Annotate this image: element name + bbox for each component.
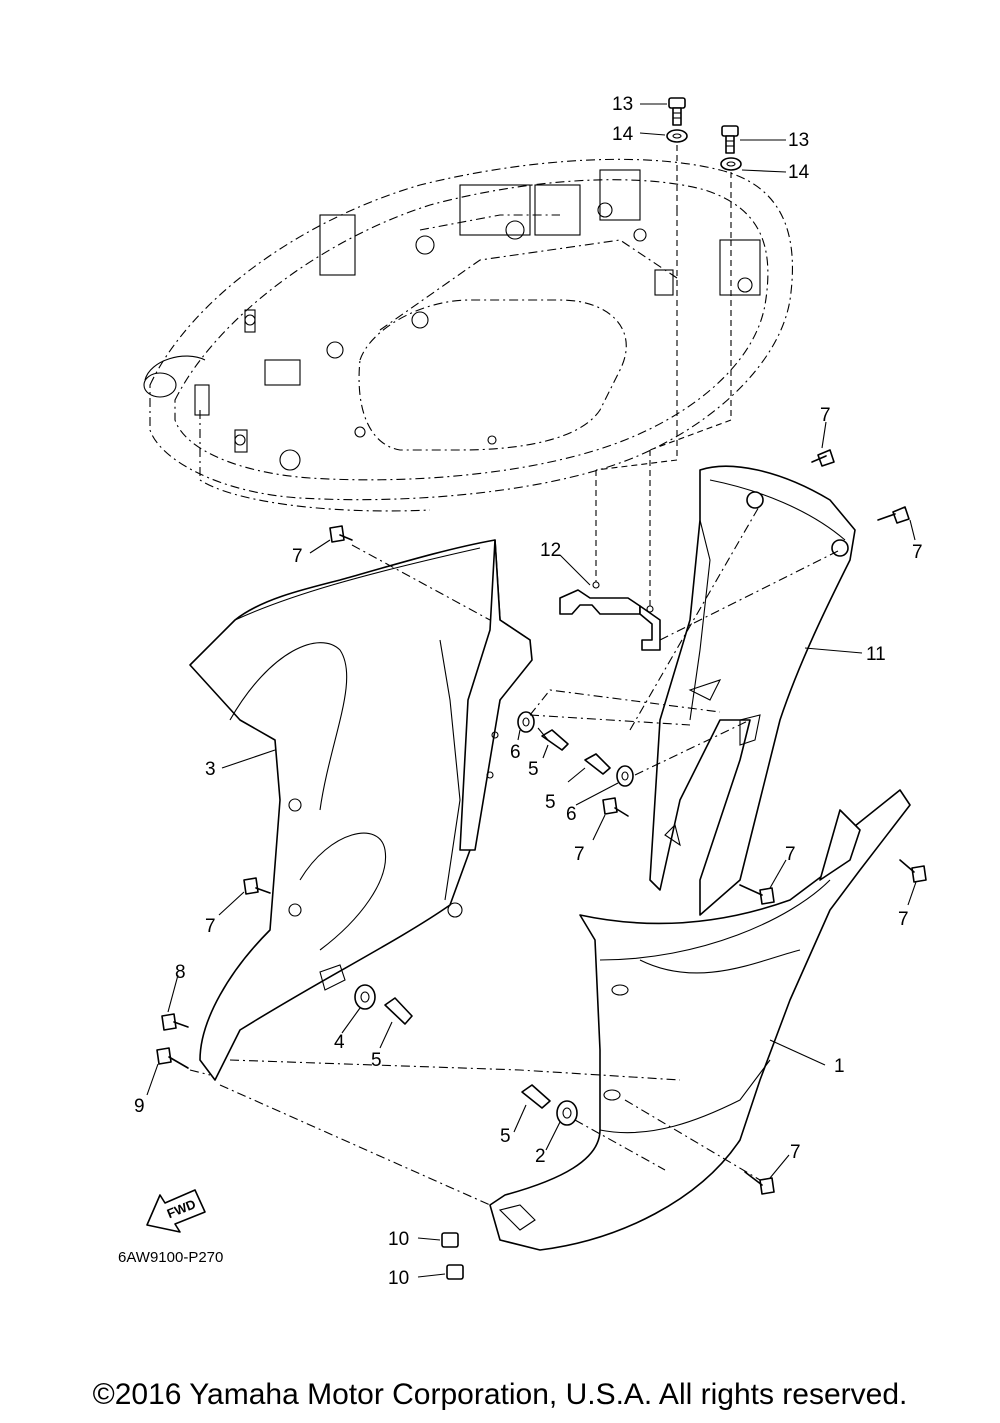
callout-5: 5 [528, 759, 539, 780]
callout-4: 4 [334, 1032, 345, 1053]
callout-7: 7 [790, 1142, 801, 1163]
bolt-13-right [721, 125, 739, 154]
clip-5-lower-left [384, 997, 413, 1025]
callout-7: 7 [574, 844, 585, 865]
top-cowling-reference [143, 158, 793, 512]
clip-5-middle [584, 753, 611, 775]
callout-5: 5 [371, 1050, 382, 1071]
drawing-code: 6AW9100-P270 [118, 1249, 223, 1266]
callout-2: 2 [535, 1146, 546, 1167]
bolt-9 [156, 1047, 189, 1069]
callout-14: 14 [612, 124, 634, 145]
bolt-8 [161, 1013, 189, 1031]
callout-14: 14 [788, 162, 810, 183]
nut-10-lower [446, 1264, 464, 1280]
grommet-6-lower [616, 765, 634, 787]
grommet-4 [354, 984, 376, 1010]
callout-7: 7 [912, 542, 923, 563]
callout-10: 10 [388, 1229, 409, 1250]
bracket-12 [559, 581, 661, 651]
callout-7: 7 [898, 909, 909, 930]
lower-cover-1 [489, 789, 911, 1251]
callout-6: 6 [510, 742, 521, 763]
callout-7: 7 [820, 405, 831, 426]
clip-5-lower-right [521, 1084, 551, 1109]
callout-13: 13 [612, 94, 633, 115]
clip-5-upper [537, 727, 569, 751]
callout-8: 8 [175, 962, 186, 983]
callout-13: 13 [788, 130, 809, 151]
screw-7-group [243, 449, 927, 1195]
assembly-guide-lines [189, 504, 841, 1206]
callout-11: 11 [866, 644, 886, 665]
leader-lines [146, 103, 917, 1278]
callout-1: 1 [834, 1056, 845, 1077]
callout-6: 6 [566, 804, 577, 825]
apron-11 [649, 465, 856, 916]
callout-5: 5 [500, 1126, 511, 1147]
callout-9: 9 [134, 1096, 145, 1117]
nut-10-upper [441, 1232, 459, 1248]
callout-12: 12 [540, 540, 561, 561]
callout-7: 7 [205, 916, 216, 937]
washer-14-right [720, 157, 742, 171]
bolt-13-left [668, 97, 686, 126]
washer-14-left [666, 129, 688, 143]
apron-3 [189, 539, 533, 1081]
fwd-arrow-icon: FWD [146, 1189, 206, 1233]
grommet-6-upper [517, 711, 535, 733]
callout-7: 7 [785, 844, 796, 865]
grommet-2 [556, 1100, 578, 1126]
callout-labels: 13 14 13 14 7 7 7 12 11 3 6 5 5 6 7 7 7 … [134, 94, 923, 1289]
callout-5: 5 [545, 792, 556, 813]
callout-3: 3 [205, 759, 216, 780]
callout-10: 10 [388, 1268, 409, 1289]
copyright-notice: ©2016 Yamaha Motor Corporation, U.S.A. A… [92, 1378, 908, 1411]
callout-7: 7 [292, 546, 303, 567]
